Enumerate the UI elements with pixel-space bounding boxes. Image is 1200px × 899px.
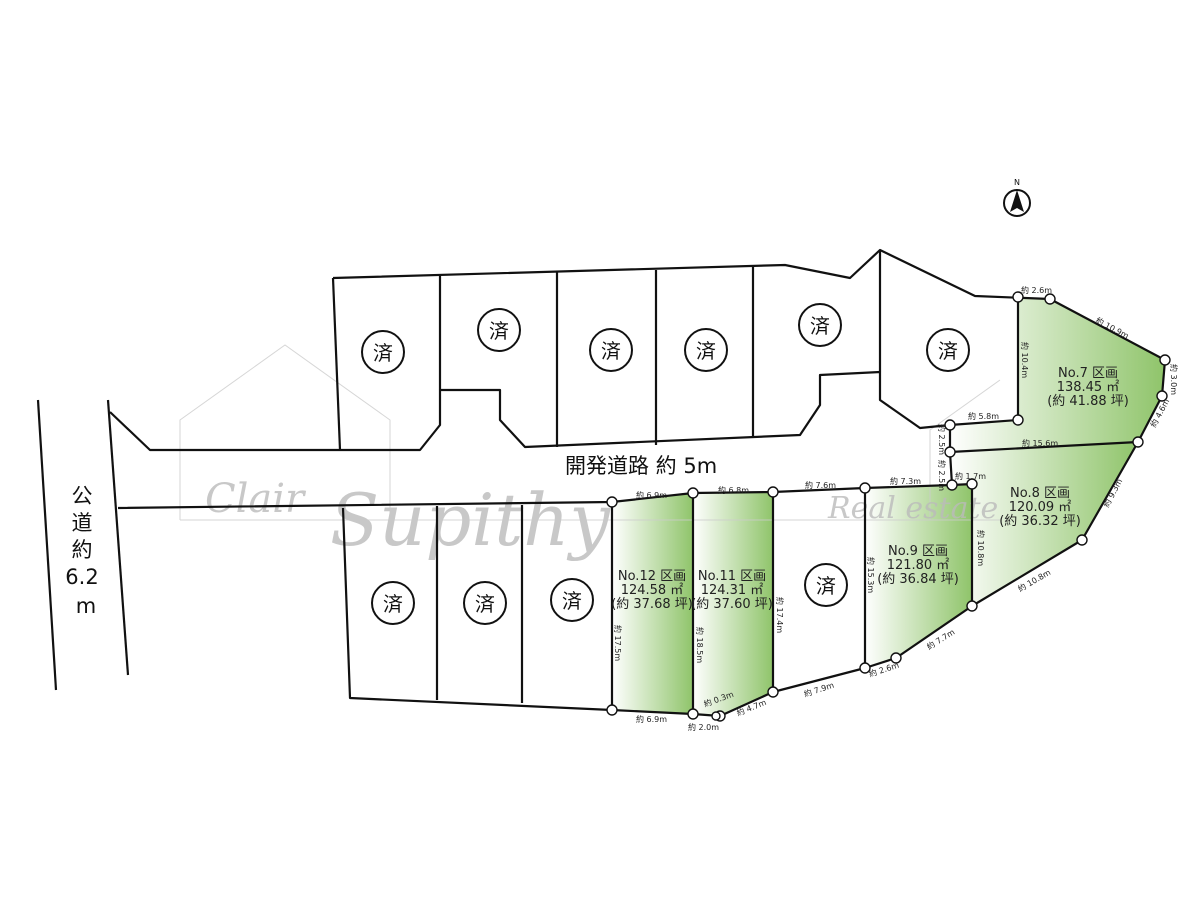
svg-text:124.58 ㎡: 124.58 ㎡ xyxy=(621,583,684,598)
svg-text:済: 済 xyxy=(373,341,393,365)
svg-text:済: 済 xyxy=(810,314,830,338)
watermark-brand-1: Clair xyxy=(205,476,307,522)
svg-text:No.11 区画: No.11 区画 xyxy=(698,569,766,584)
svg-text:約 6.9m: 約 6.9m xyxy=(636,490,667,500)
svg-text:(約 36.32 坪): (約 36.32 坪) xyxy=(999,514,1081,529)
svg-text:m: m xyxy=(76,594,96,618)
development-road-label: 開発道路 約 5m xyxy=(565,454,717,478)
svg-text:6.2: 6.2 xyxy=(65,565,98,589)
svg-text:済: 済 xyxy=(562,589,582,613)
svg-text:公: 公 xyxy=(72,484,93,508)
svg-text:済: 済 xyxy=(696,339,716,363)
svg-text:約: 約 xyxy=(72,538,93,562)
svg-text:済: 済 xyxy=(383,592,403,616)
svg-text:121.80 ㎡: 121.80 ㎡ xyxy=(887,558,950,573)
svg-text:(約 36.84 坪): (約 36.84 坪) xyxy=(877,572,959,587)
svg-text:約 3.0m: 約 3.0m xyxy=(1169,364,1179,395)
sold-mark: 済 xyxy=(361,330,405,374)
public-road-label: 公 道 約 6.2 m xyxy=(65,484,98,618)
svg-text:道: 道 xyxy=(72,511,93,535)
svg-text:約 1.7m: 約 1.7m xyxy=(955,471,986,481)
svg-text:124.31 ㎡: 124.31 ㎡ xyxy=(701,583,764,598)
sold-mark: 済 xyxy=(550,578,594,622)
watermark: Clair Supithy Real estate xyxy=(179,344,1001,562)
svg-text:約 17.4m: 約 17.4m xyxy=(775,597,785,633)
public-road-edge-right xyxy=(106,399,130,676)
public-road-edge-left xyxy=(36,399,58,691)
svg-text:約 10.8m: 約 10.8m xyxy=(976,530,986,566)
svg-text:約 15.3m: 約 15.3m xyxy=(866,557,876,593)
svg-text:120.09 ㎡: 120.09 ㎡ xyxy=(1009,500,1072,515)
svg-text:約 10.4m: 約 10.4m xyxy=(1020,342,1030,378)
lot-7-fill xyxy=(950,297,1165,452)
svg-text:(約 37.68 坪): (約 37.68 坪) xyxy=(611,597,693,612)
sold-mark: 済 xyxy=(371,581,415,625)
svg-text:済: 済 xyxy=(489,319,509,343)
svg-text:(約 37.60 坪): (約 37.60 坪) xyxy=(691,597,773,612)
svg-text:約 2.0m: 約 2.0m xyxy=(688,722,719,732)
svg-text:138.45 ㎡: 138.45 ㎡ xyxy=(1057,380,1120,395)
svg-text:約 2.5m: 約 2.5m xyxy=(937,460,947,491)
svg-text:No.12 区画: No.12 区画 xyxy=(618,569,686,584)
svg-text:約 15.6m: 約 15.6m xyxy=(1022,438,1058,448)
svg-text:約 17.5m: 約 17.5m xyxy=(613,625,623,661)
watermark-brand-3: Real estate xyxy=(827,491,998,526)
svg-text:(約 41.88 坪): (約 41.88 坪) xyxy=(1047,394,1129,409)
lot-9-fill xyxy=(865,484,972,668)
svg-text:約 6.8m: 約 6.8m xyxy=(718,485,749,495)
north-label: N xyxy=(1014,178,1020,187)
sold-mark: 済 xyxy=(798,303,842,347)
svg-text:約 5.8m: 約 5.8m xyxy=(968,411,999,421)
svg-text:約 18.5m: 約 18.5m xyxy=(695,627,705,663)
sold-mark: 済 xyxy=(684,328,728,372)
sold-mark: 済 xyxy=(589,328,633,372)
svg-text:No.9 区画: No.9 区画 xyxy=(888,544,948,559)
svg-text:済: 済 xyxy=(938,339,958,363)
sold-mark: 済 xyxy=(926,328,970,372)
svg-text:済: 済 xyxy=(475,592,495,616)
svg-text:済: 済 xyxy=(601,339,621,363)
lot-12-fill xyxy=(612,493,693,714)
sold-mark: 済 xyxy=(804,563,848,607)
svg-text:約 7.3m: 約 7.3m xyxy=(890,476,921,486)
sold-mark: 済 xyxy=(477,308,521,352)
svg-text:No.7 区画: No.7 区画 xyxy=(1058,366,1118,381)
sold-mark: 済 xyxy=(463,581,507,625)
boundary-markers xyxy=(606,291,1171,722)
svg-text:約 2.6m: 約 2.6m xyxy=(1021,285,1052,295)
lot-8-fill xyxy=(950,442,1138,606)
svg-text:No.8 区画: No.8 区画 xyxy=(1010,486,1070,501)
svg-text:約 7.6m: 約 7.6m xyxy=(805,480,836,490)
north-arrow-icon: N xyxy=(1003,178,1031,217)
watermark-brand-2: Supithy xyxy=(330,478,611,562)
svg-text:約 6.9m: 約 6.9m xyxy=(636,714,667,724)
sold-marks: 済 済 済 済 済 済 済 済 済 済 xyxy=(361,303,970,625)
lot-11-fill xyxy=(693,492,773,716)
svg-text:済: 済 xyxy=(816,574,836,598)
svg-text:約 2.5m: 約 2.5m xyxy=(937,424,947,455)
